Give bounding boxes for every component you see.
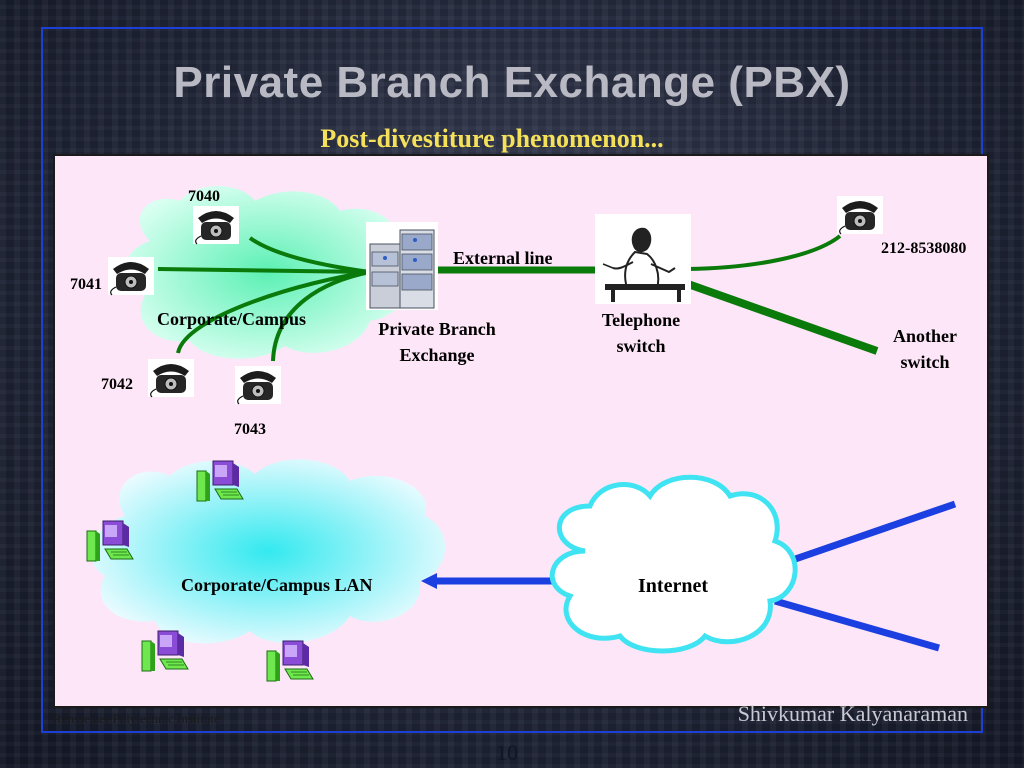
pbx-label: Private Branch Exchange xyxy=(378,319,496,365)
slide-title: Private Branch Exchange (PBX) xyxy=(173,58,851,107)
author-footer: Shivkumar Kalyanaraman xyxy=(737,701,968,726)
computer-icon xyxy=(266,640,314,682)
external-line-label: External line xyxy=(453,248,553,268)
internet-cloud xyxy=(549,474,798,654)
extension-7043-label: 7043 xyxy=(234,421,266,438)
institution-footer: Rensselaer Polytechnic Institute xyxy=(53,711,220,726)
another-switch-label: Another switch xyxy=(893,326,957,372)
phone-icon xyxy=(147,358,195,398)
computer-icon xyxy=(86,520,134,562)
slide-subtitle: Post-divestiture phenomenon... xyxy=(320,124,664,153)
phone-lines xyxy=(157,234,842,362)
lan-label: Corporate/Campus LAN xyxy=(181,575,373,595)
another-switch-line xyxy=(686,280,879,355)
phone-icon xyxy=(234,365,282,405)
computer-icon xyxy=(141,630,189,672)
telephone-switch-label: Telephone switch xyxy=(601,310,681,356)
lan-cloud xyxy=(91,459,446,644)
diagram-panel: 7040 7041 7042 7043 212-8538080 Corporat… xyxy=(53,154,989,708)
campus-label: Corporate/Campus xyxy=(157,309,306,329)
internet-label: Internet xyxy=(638,575,708,597)
internet-links xyxy=(421,500,957,652)
phone-icon xyxy=(836,195,884,235)
extension-7041-label: 7041 xyxy=(70,276,102,293)
telephone-switch-operator-icon xyxy=(595,214,691,304)
extension-7040-label: 7040 xyxy=(188,188,220,205)
page-number: 10 xyxy=(496,740,518,765)
phone-icon xyxy=(192,205,240,245)
external-number-label: 212-8538080 xyxy=(881,240,967,257)
pbx-cabinet-icon xyxy=(366,222,438,310)
phone-icon xyxy=(107,256,155,296)
extension-7042-label: 7042 xyxy=(101,376,133,393)
diagram-graphics xyxy=(86,186,957,682)
